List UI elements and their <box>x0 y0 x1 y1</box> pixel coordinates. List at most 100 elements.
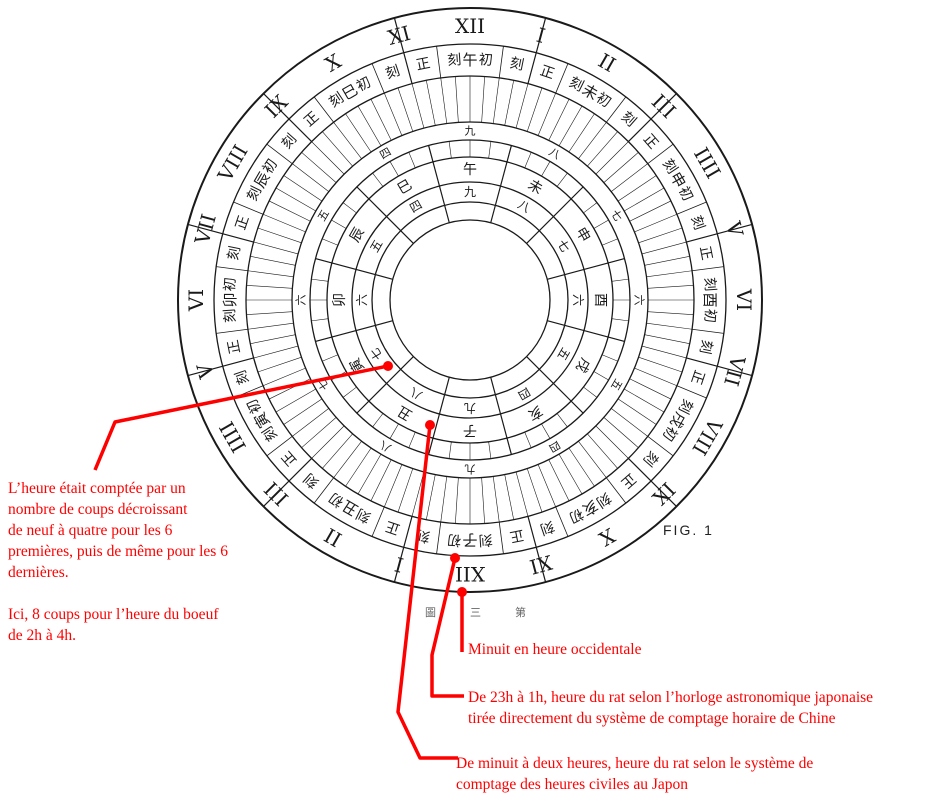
dial-division <box>644 334 690 344</box>
dial-division <box>342 386 357 398</box>
dial-division <box>440 77 448 124</box>
roman-numeral: VII <box>719 352 750 388</box>
dial-division <box>266 143 293 164</box>
dial-division <box>676 385 707 399</box>
dial-division <box>587 131 618 167</box>
inner-count: 七 <box>554 237 572 254</box>
dial-division <box>426 80 436 126</box>
dial-division <box>644 256 690 266</box>
koku-label: 初 <box>244 396 265 416</box>
inner-count: 四 <box>407 197 424 215</box>
koku-label: 正 <box>415 55 432 73</box>
inner-count: 五 <box>367 237 385 254</box>
dial-division <box>568 113 595 153</box>
pointer-astronomical-rat <box>430 557 464 698</box>
dial-division <box>606 96 627 123</box>
dial-division <box>275 388 316 413</box>
dial-division <box>257 356 302 373</box>
koku-label: 刻 <box>508 55 525 73</box>
dial-division <box>583 386 598 398</box>
dial-division <box>617 175 657 202</box>
dial-division <box>372 172 384 187</box>
dial-division <box>292 408 329 437</box>
dot-strikes <box>383 361 393 371</box>
dial-division <box>187 223 254 243</box>
dial-division <box>342 202 357 214</box>
dial-division <box>515 83 529 129</box>
koku-label: 刻 <box>279 131 300 152</box>
dial-division <box>506 145 512 162</box>
koku-label: 刻 <box>675 396 696 416</box>
dial-division <box>397 87 414 132</box>
caption-char: 三 <box>470 607 481 619</box>
caption-char: 圖 <box>425 607 436 619</box>
dial-division <box>555 506 569 537</box>
koku-label: 正 <box>233 214 253 232</box>
inner-count: 六 <box>355 294 369 306</box>
dial-division <box>216 266 248 272</box>
koku-label: 初 <box>447 531 462 549</box>
dial-division <box>389 161 399 177</box>
dot-civil-rat <box>425 420 435 430</box>
dial-division <box>578 122 607 159</box>
koku-label: 刻 <box>384 63 402 83</box>
dial-division <box>498 46 504 78</box>
dial-division <box>384 92 403 136</box>
koku-label: 刻 <box>618 109 639 130</box>
koku-label: 刻 <box>244 184 265 204</box>
inner-branch: 卯 <box>332 293 348 307</box>
dial-division <box>558 105 583 146</box>
inner-count: 七 <box>367 345 385 362</box>
dot-western-midnight <box>457 587 467 597</box>
dial-division <box>555 63 569 94</box>
dial-rings <box>177 7 763 593</box>
dial-division <box>595 141 629 175</box>
dial-division <box>393 516 413 583</box>
roman-numeral: XII <box>455 14 485 38</box>
dial-division <box>608 336 625 342</box>
dial-division <box>506 438 512 455</box>
dial-division <box>448 441 452 459</box>
branch-label: 午 <box>462 51 477 69</box>
roman-numeral: VI <box>732 288 756 311</box>
dial-division <box>393 17 413 84</box>
inner-count: 四 <box>515 384 532 402</box>
dial-division <box>247 270 294 278</box>
dial-division <box>408 431 416 448</box>
dial-division <box>526 468 543 513</box>
dial-division <box>246 285 293 289</box>
dial-division <box>692 266 724 272</box>
dial-division <box>263 457 313 507</box>
dial-division <box>250 334 296 344</box>
koku-label: 刻 <box>696 338 714 355</box>
dial-division <box>292 163 329 192</box>
dial-division <box>498 522 504 554</box>
roman-numeral: XII <box>455 562 485 586</box>
annotation-civil-rat: De minuit à deux heures, heure du rat se… <box>456 755 814 793</box>
roman-numeral: VI <box>184 289 208 312</box>
roman-numeral: VII <box>190 211 221 247</box>
roman-numeral: II <box>320 523 346 552</box>
koku-label: 刻 <box>538 517 556 537</box>
dial-division <box>322 238 339 246</box>
koku-label: 刻 <box>233 368 253 386</box>
annotation-strikes: L’heure était comptée par un nombre de c… <box>8 480 228 644</box>
dial-division <box>583 202 598 214</box>
dial-division <box>313 477 334 504</box>
dot-astronomical-rat <box>450 553 460 563</box>
dial-division <box>686 357 753 377</box>
dial-division <box>488 141 492 159</box>
roman-numeral: I <box>534 23 548 48</box>
dial-division <box>570 400 584 414</box>
dial-division <box>408 152 416 169</box>
dial-division <box>634 367 678 386</box>
strike-count: 八 <box>377 438 393 455</box>
dial-division <box>558 454 583 495</box>
koku-label: 刻 <box>225 245 243 262</box>
dial-division <box>283 398 323 425</box>
dial-division <box>638 227 683 244</box>
dial-division <box>356 400 370 414</box>
dial-division <box>268 200 311 222</box>
dial-division <box>315 336 332 342</box>
inner-branch: 戌 <box>572 355 593 375</box>
